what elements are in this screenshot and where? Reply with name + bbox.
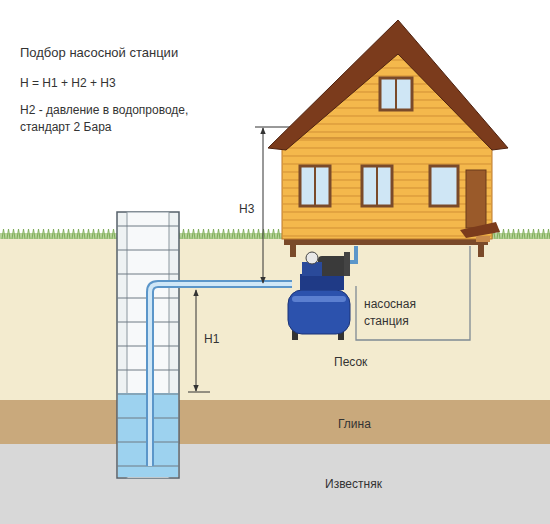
grass-tuft	[77, 229, 80, 239]
well-ring	[117, 226, 179, 227]
wood-plank	[283, 156, 491, 157]
grass-tuft	[182, 229, 185, 239]
grass-tuft	[542, 229, 545, 239]
grass-tuft	[197, 229, 200, 239]
wood-plank	[313, 124, 470, 125]
grass-tuft	[537, 229, 540, 239]
grass-tuft	[12, 229, 15, 239]
pump-station	[288, 252, 350, 340]
soil-layer: Известняк	[0, 444, 550, 524]
formula: H = H1 + H2 + H3	[20, 75, 116, 92]
suction-pipe-inner	[150, 284, 292, 466]
layer-name: Песок	[334, 355, 367, 371]
grass-tuft	[522, 229, 525, 239]
grass-tuft	[207, 229, 210, 239]
grass-tuft	[512, 229, 515, 239]
soil-layer: Глина	[0, 400, 550, 444]
grass-tuft	[257, 229, 260, 239]
dimension-label: H1	[204, 331, 219, 348]
grass-tuft	[202, 229, 205, 239]
well-ring	[117, 250, 179, 251]
house	[268, 20, 508, 257]
grass-tuft	[232, 229, 235, 239]
wood-plank	[283, 220, 491, 221]
grass-tuft	[222, 229, 225, 239]
grass-tuft	[102, 229, 105, 239]
house-piping	[356, 246, 470, 340]
grass-tuft	[37, 229, 40, 239]
grass-tuft	[2, 229, 5, 239]
grass-tuft	[97, 229, 100, 239]
grass-tuft	[237, 229, 240, 239]
grass-tuft	[107, 229, 110, 239]
grass-tuft	[112, 229, 115, 239]
grass-tuft	[277, 229, 280, 239]
wood-plank	[283, 236, 491, 237]
grass-tuft	[62, 229, 65, 239]
grass-tuft	[52, 229, 55, 239]
layer-name: Глина	[338, 417, 371, 433]
dimension-label: H3	[239, 201, 254, 218]
suction-pipe	[150, 284, 292, 466]
grass-tuft	[7, 229, 10, 239]
grass-tuft	[247, 229, 250, 239]
wood-plank	[283, 148, 491, 149]
grass-tuft	[227, 229, 230, 239]
grass-tuft	[42, 229, 45, 239]
grass-tuft	[517, 229, 520, 239]
grass-tuft	[87, 229, 90, 239]
part-label: насосная станция	[364, 296, 436, 331]
grass-tuft	[82, 229, 85, 239]
wood-plank	[321, 116, 463, 117]
grass-tuft	[32, 229, 35, 239]
grass-tuft	[527, 229, 530, 239]
grass-tuft	[242, 229, 245, 239]
grass-tuft	[27, 229, 30, 239]
grass-tuft	[72, 229, 75, 239]
grass-tuft	[507, 229, 510, 239]
wood-plank	[283, 228, 491, 229]
grass-tuft	[532, 229, 535, 239]
grass-tuft	[252, 229, 255, 239]
grass-tuft	[217, 229, 220, 239]
soil-layer: Песок	[0, 238, 550, 400]
grass-tuft	[92, 229, 95, 239]
grass-tuft	[187, 229, 190, 239]
grass-tuft	[22, 229, 25, 239]
title: Подбор насосной станции	[20, 44, 178, 63]
wood-plank	[283, 140, 491, 141]
well-ring	[117, 274, 179, 275]
grass-tuft	[272, 229, 275, 239]
wood-plank	[283, 164, 491, 165]
grass-tuft	[502, 229, 505, 239]
note: H2 - давление в водопроводе, стандарт 2 …	[20, 102, 210, 137]
grass-tuft	[57, 229, 60, 239]
grass-tuft	[267, 229, 270, 239]
wood-plank	[283, 212, 491, 213]
grass-tuft	[67, 229, 70, 239]
wood-plank	[304, 132, 476, 133]
grass-tuft	[47, 229, 50, 239]
grass-tuft	[212, 229, 215, 239]
grass-tuft	[17, 229, 20, 239]
layer-name: Известняк	[325, 477, 382, 493]
grass-tuft	[192, 229, 195, 239]
grass-tuft	[547, 229, 550, 239]
